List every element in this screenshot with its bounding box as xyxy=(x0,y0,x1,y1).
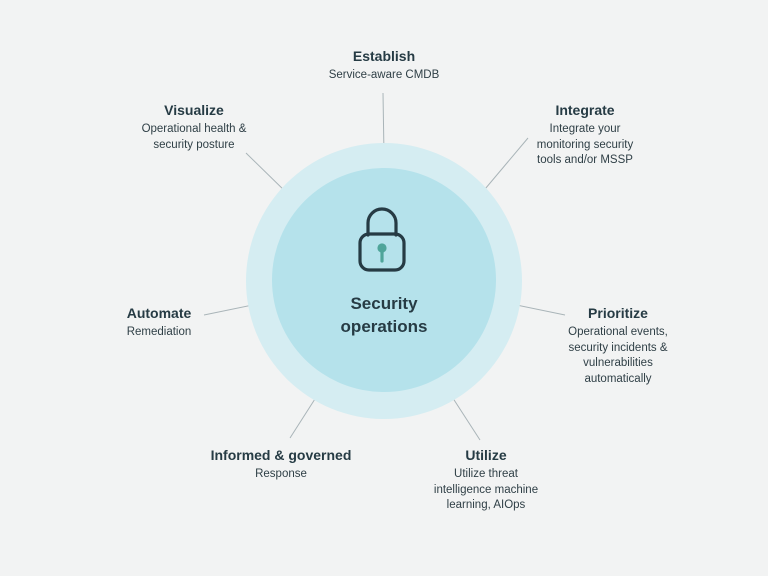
node-integrate-desc-line: Integrate your xyxy=(549,123,621,135)
node-integrate-desc-line: monitoring security xyxy=(536,138,634,151)
node-visualize-desc-line: Operational health & xyxy=(141,123,247,135)
node-integrate-title: Integrate xyxy=(555,102,615,118)
inner-circle xyxy=(272,168,496,392)
node-prioritize-desc-line: security incidents & xyxy=(568,341,668,354)
node-prioritize-desc-line: vulnerabilities xyxy=(583,357,653,369)
connector-integrate xyxy=(479,137,529,196)
center-title-line2: operations xyxy=(340,317,428,336)
lock-shackle xyxy=(366,207,398,237)
node-visualize-title: Visualize xyxy=(164,102,224,118)
node-prioritize-desc-line: automatically xyxy=(584,372,652,385)
node-automate-desc-line: Remediation xyxy=(126,326,192,338)
node-utilize-desc-line: learning, AIOps xyxy=(446,499,526,511)
center-title-line1: Security xyxy=(350,294,418,313)
node-utilize-desc-line: intelligence machine xyxy=(433,483,539,496)
node-integrate-desc-line: tools and/or MSSP xyxy=(537,154,633,166)
node-utilize-title: Utilize xyxy=(465,447,507,463)
node-informed-title: Informed & governed xyxy=(210,447,352,463)
node-informed-governed: Informed & governed Response xyxy=(181,446,381,483)
node-prioritize-title: Prioritize xyxy=(588,305,648,321)
node-visualize: Visualize Operational health & security … xyxy=(119,101,269,153)
node-automate: Automate Remediation xyxy=(99,304,219,341)
node-establish-title: Establish xyxy=(352,48,416,64)
node-informed-desc-line: Response xyxy=(255,468,307,480)
node-utilize: Utilize Utilize threat intelligence mach… xyxy=(411,446,561,514)
node-automate-title: Automate xyxy=(126,305,192,321)
lock-body xyxy=(358,232,406,272)
node-establish-desc-line: Service-aware CMDB xyxy=(328,69,440,81)
node-prioritize-desc-line: Operational events, xyxy=(568,326,668,338)
lock-icon xyxy=(358,207,406,272)
node-integrate: Integrate Integrate your monitoring secu… xyxy=(510,101,660,169)
node-visualize-desc-line: security posture xyxy=(153,138,235,151)
node-establish: Establish Service-aware CMDB xyxy=(284,47,484,84)
keyhole-circle xyxy=(377,243,387,253)
center-title: Security operations xyxy=(284,292,484,338)
node-utilize-desc-line: Utilize threat xyxy=(454,468,518,480)
node-prioritize: Prioritize Operational events, security … xyxy=(543,304,693,387)
